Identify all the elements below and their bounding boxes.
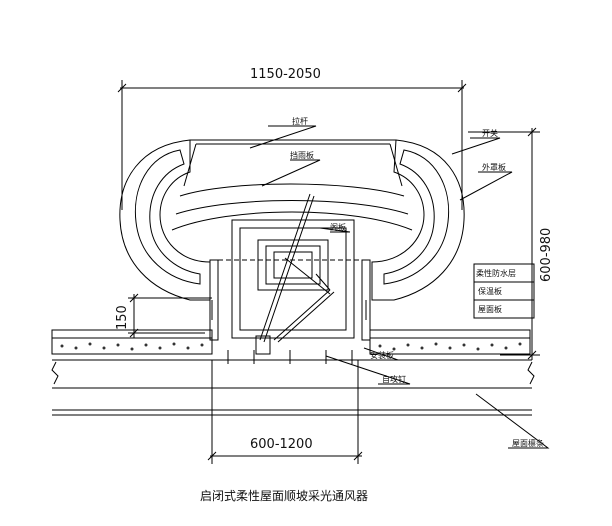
label-waizhao: 外罩板 <box>482 162 506 172</box>
outer-shell <box>119 139 211 301</box>
inner-frame <box>231 219 355 339</box>
leader-dangban <box>261 159 321 187</box>
center-frame <box>239 227 347 331</box>
label-fangshui: 柔性防水层 <box>476 268 516 278</box>
outer-shell-right <box>371 139 465 301</box>
left-dimension-line <box>128 293 212 338</box>
link-arm-2 <box>284 257 331 295</box>
label-wumianliang: 屋面檩条 <box>512 438 544 448</box>
left-dimension-text: 150 <box>115 305 130 330</box>
leader-jiaoban <box>319 227 351 233</box>
right-inner-loop <box>383 149 450 285</box>
roof-layer-right <box>369 329 531 355</box>
center-window <box>257 239 329 291</box>
arch-lower <box>171 211 413 231</box>
leader-liang <box>475 393 550 449</box>
link-arm-1 <box>259 193 311 341</box>
arch-upper <box>179 183 405 197</box>
leader-waizhao <box>459 171 513 201</box>
left-inner-loop <box>134 149 201 285</box>
label-baowen: 保温板 <box>478 286 502 296</box>
right-dimension-text: 600-980 <box>539 228 554 282</box>
fasteners <box>211 300 367 364</box>
layer-legend <box>473 263 535 319</box>
label-dangban: 挡雨板 <box>290 150 314 160</box>
label-lagan: 拉杆 <box>292 116 308 126</box>
top-dimension-text: 1150-2050 <box>250 67 321 82</box>
leader-anzhuang <box>363 347 399 361</box>
label-kaiguan: 开关 <box>482 128 498 138</box>
right-dimension-line <box>468 127 540 360</box>
label-anzhuang: 安装板 <box>370 350 394 360</box>
bottom-dimension-line <box>207 360 363 464</box>
leader-zigongding <box>325 355 411 385</box>
roof-layer-top <box>51 329 213 355</box>
label-jiaoban: 阁板 <box>330 222 346 232</box>
leader-lagan <box>249 125 317 149</box>
right-curb <box>361 259 371 341</box>
label-zigongding: 自攻钉 <box>382 374 406 384</box>
label-wumian: 屋面板 <box>478 304 502 314</box>
caption: 启闭式柔性屋面顺坡采光通风器 <box>200 489 368 503</box>
leader-kaiguan <box>451 137 501 155</box>
left-curb <box>209 259 219 341</box>
insulation-hatch <box>60 342 522 351</box>
top-dimension-line <box>117 80 467 210</box>
arch-mid <box>175 200 409 215</box>
bottom-dimension-text: 600-1200 <box>250 437 313 452</box>
